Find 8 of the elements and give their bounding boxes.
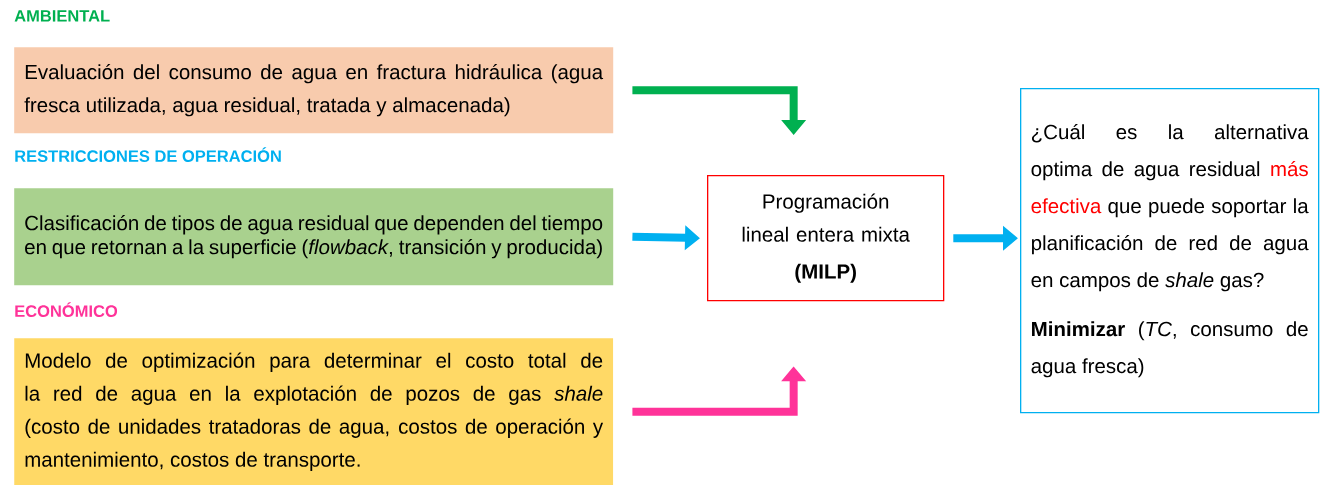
question-box: ¿Cuál es la alternativa optima de agua residual más efectiva que puede soportar la planificación de red de agua en campos de shale gas? Minimizar (TC, consumo de agua fresca) <box>1020 88 1320 414</box>
process-box: Programación lineal entera mixta (MILP) <box>707 175 945 302</box>
section-heading: ECONÓMICO <box>15 302 118 317</box>
text-box: Modelo de optimización para determinar el costo total de la red de agua en la explotación de pozos de gas shale (costo de unidades tratadoras de agua, costos de operación y mantenimiento, costos de transporte. <box>14 338 614 485</box>
section-heading: AMBIENTAL <box>14 10 110 22</box>
text-box: Clasificación de tipos de agua residual que dependen del tiempo en que retornan a la superficie (flowback, transición y producida) <box>14 188 614 286</box>
text-box: Evaluación del consumo de agua en fractura hidráulica (agua fresca utilizada, agua residual, tratada y almacenada) <box>14 47 614 134</box>
section-heading: RESTRICCIONES DE OPERACIÓN <box>15 147 281 162</box>
